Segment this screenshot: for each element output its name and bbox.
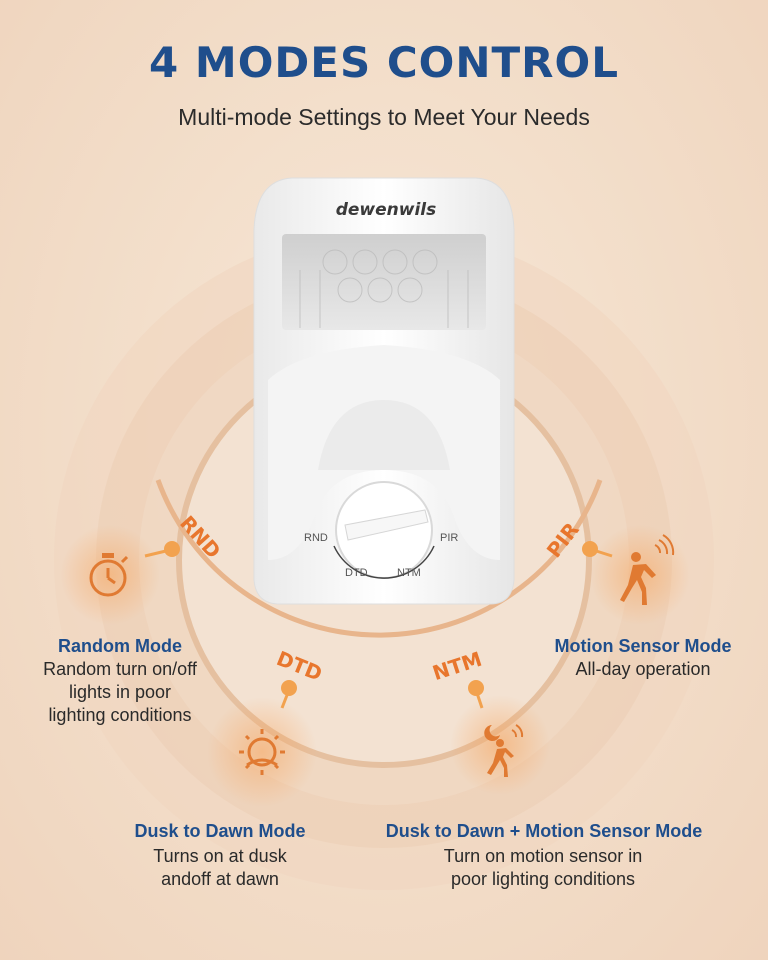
motion-sensor-mode-desc-line: All-day operation — [575, 659, 711, 679]
moon-person-motion-icon — [484, 724, 524, 777]
random-mode-title: Random Mode — [58, 636, 182, 656]
mode-markers — [144, 541, 613, 709]
motion-sensor-device — [253, 177, 515, 605]
dial-label-rnd: RND — [304, 532, 328, 544]
page-title: 4 MODES CONTROL — [149, 38, 619, 87]
random-mode-desc-line: lights in poor — [68, 682, 172, 702]
walking-person-motion-icon — [620, 534, 675, 605]
dial-label-pir: PIR — [440, 532, 459, 544]
dusk-to-dawn-motion-mode-title: Dusk to Dawn + Motion Sensor Mode — [385, 821, 703, 841]
dusk-to-dawn-motion-mode-desc: Turn on motion sensor in poor lighting c… — [398, 845, 688, 891]
dial-label-ntm: NTM — [397, 567, 421, 579]
dusk-to-dawn-mode-title: Dusk to Dawn Mode — [134, 821, 306, 841]
dusk-to-dawn-mode-desc: Turns on at dusk andoff at dawn — [110, 845, 330, 891]
mode-selector-arc — [155, 479, 603, 638]
dusk-to-dawn-mode-desc-line: andoff at dawn — [161, 869, 279, 889]
dusk-to-dawn-motion-mode-desc-line: poor lighting conditions — [450, 869, 636, 889]
stopwatch-icon — [89, 553, 129, 597]
dial-label-dtd: DTD — [345, 567, 368, 579]
dusk-to-dawn-motion-mode-desc-line: Turn on motion sensor in — [443, 846, 643, 866]
random-mode-desc-line: Random turn on/off — [43, 659, 197, 679]
random-mode-desc: Random turn on/off lights in poor lighti… — [10, 658, 230, 727]
page-subtitle: Multi-mode Settings to Meet Your Needs — [178, 104, 590, 130]
motion-sensor-mode-title: Motion Sensor Mode — [554, 636, 732, 656]
random-mode-desc-line: lighting conditions — [48, 705, 192, 725]
sensor-lens — [282, 234, 486, 330]
motion-sensor-mode-desc: All-day operation — [538, 658, 748, 681]
dusk-to-dawn-mode-desc-line: Turns on at dusk — [153, 846, 287, 866]
brand-logo: dewenwils — [335, 200, 437, 220]
sun-icon — [239, 729, 285, 775]
